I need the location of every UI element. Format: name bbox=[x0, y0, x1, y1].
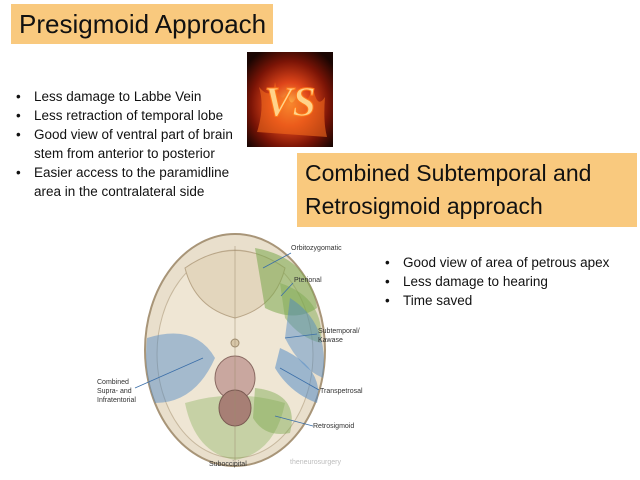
vs-text: VS bbox=[264, 80, 315, 126]
list-item: Less damage to hearing bbox=[383, 272, 633, 291]
label-supra: Supra- and bbox=[97, 388, 132, 395]
list-item: Good view of area of petrous apex bbox=[383, 253, 633, 272]
label-combined: Combined bbox=[97, 379, 129, 386]
label-retrosigmoid: Retrosigmoid bbox=[313, 423, 354, 430]
list-item: Good view of ventral part of brain stem … bbox=[14, 125, 242, 163]
pterional-region bbox=[280, 283, 322, 343]
list-item: Less retraction of temporal lobe bbox=[14, 106, 242, 125]
presigmoid-title: Presigmoid Approach bbox=[11, 4, 273, 44]
orbitozygomatic-region bbox=[255, 248, 317, 316]
combined-advantages-list: Good view of area of petrous apex Less d… bbox=[383, 253, 633, 310]
label-kawase: Kawase bbox=[318, 337, 343, 344]
skull-base-approaches-diagram: Orbitozygomatic Pterional Subtemporal/ K… bbox=[97, 233, 363, 468]
title-line: Retrosigmoid approach bbox=[305, 193, 543, 219]
list-item: Less damage to Labbe Vein bbox=[14, 87, 242, 106]
label-infratentorial: Infratentorial bbox=[97, 397, 136, 404]
combined-approach-title: Combined Subtemporal and Retrosigmoid ap… bbox=[297, 153, 637, 227]
list-item: Easier access to the paramidline area in… bbox=[14, 163, 242, 201]
label-leaders bbox=[134, 252, 320, 427]
label-subtemporal: Subtemporal/ bbox=[318, 328, 360, 335]
label-transpetrosal: Transpetrosal bbox=[320, 388, 363, 395]
label-orbitozygomatic: Orbitozygomatic bbox=[291, 245, 342, 252]
subtemporal-region bbox=[285, 298, 325, 378]
watermark: theneurosurgery bbox=[290, 459, 341, 466]
presigmoid-advantages-list: Less damage to Labbe Vein Less retractio… bbox=[14, 87, 242, 201]
transpetrosal-region bbox=[275, 348, 319, 403]
label-pterional: Pterional bbox=[294, 277, 322, 284]
retrosigmoid-region bbox=[253, 388, 292, 434]
label-suboccipital: Suboccipital bbox=[209, 461, 247, 468]
vs-fire-image: VS bbox=[247, 52, 333, 147]
title-line: Combined Subtemporal and bbox=[305, 160, 592, 186]
list-item: Time saved bbox=[383, 291, 633, 310]
